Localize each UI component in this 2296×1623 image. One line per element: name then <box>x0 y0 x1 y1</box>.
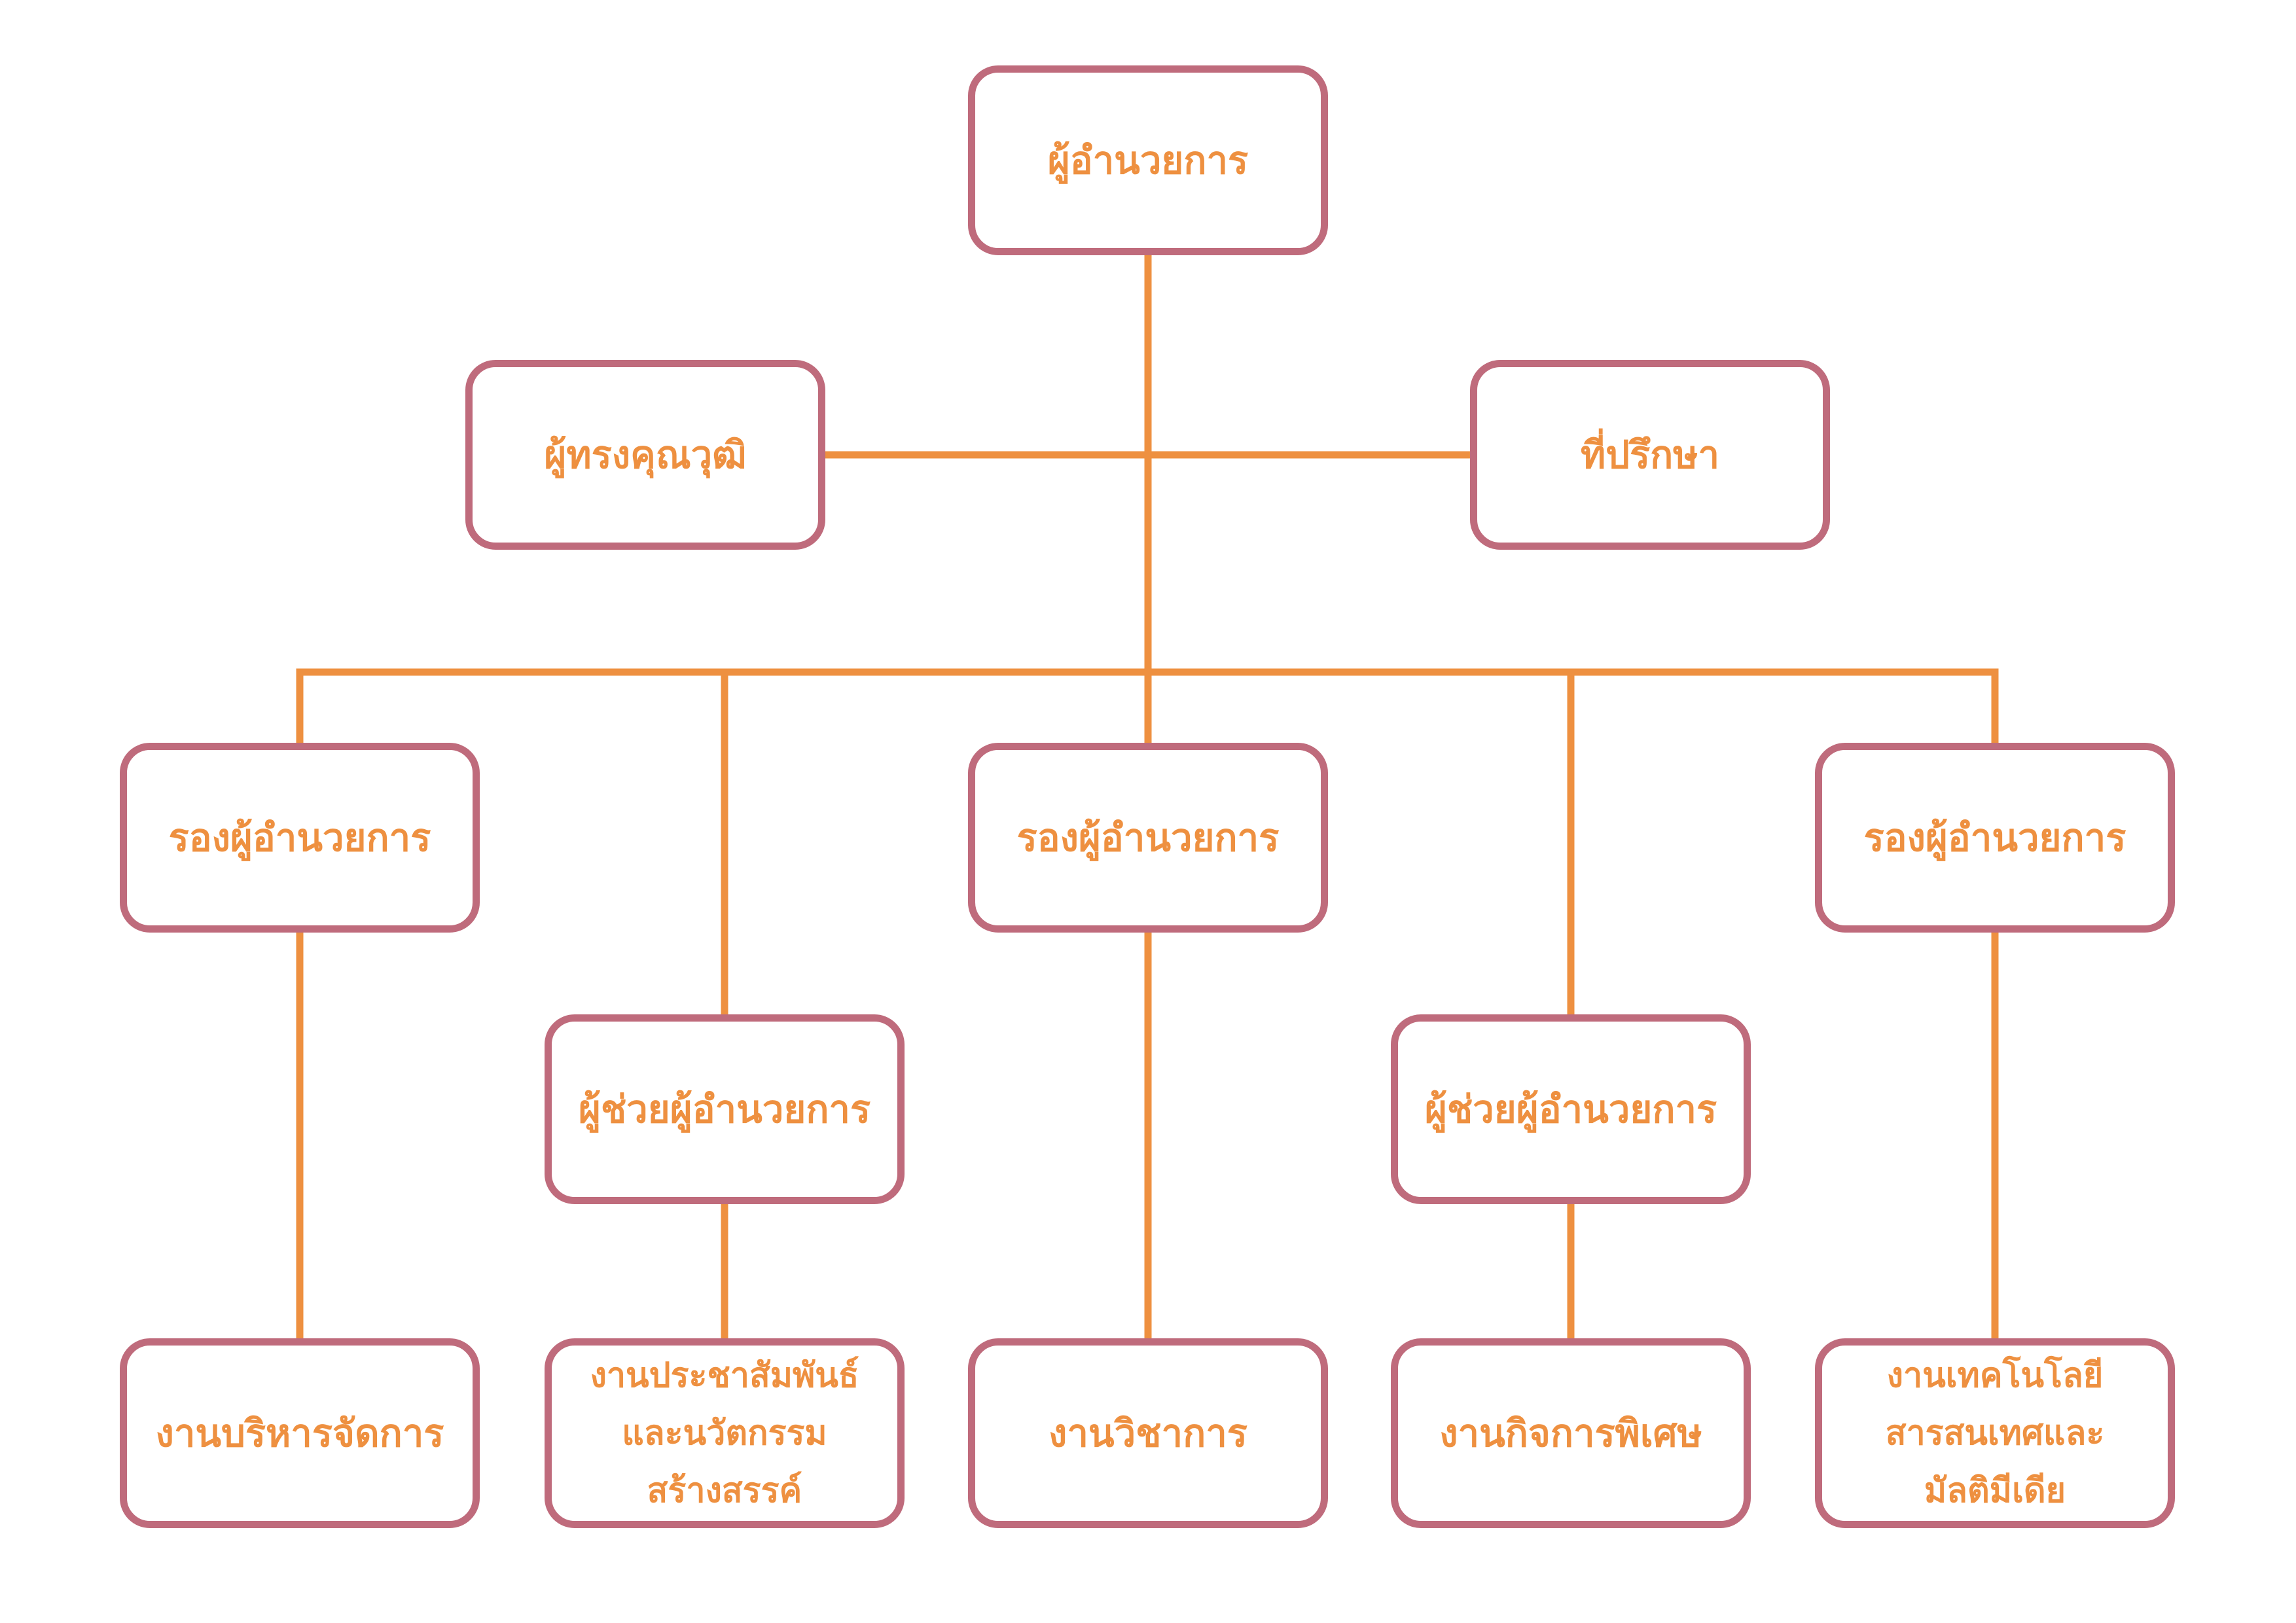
dept-academic-label: งานวิชาการ <box>1049 1411 1247 1455</box>
director-label: ผู้อำนวยการ <box>1047 138 1249 183</box>
assistant-director-box-1: ผู้ช่วยผู้อำนวยการ <box>545 1014 905 1204</box>
dept-it-line-1: งานเทคโนโลยี <box>1886 1356 2104 1395</box>
expert-label: ผู้ทรงคุณวุฒิ <box>544 433 747 477</box>
dept-pr-line-3: สร้างสรรค์ <box>647 1471 802 1510</box>
advisor-label: ที่ปรึกษา <box>1580 433 1720 477</box>
deputy-director-label: รองผู้อำนวยการ <box>1863 815 2126 860</box>
dept-special-affairs-label: งานกิจการพิเศษ <box>1439 1411 1702 1455</box>
dept-admin-label: งานบริหารจัดการ <box>155 1411 444 1455</box>
dept-it-line-2: สารสนเทศและ <box>1885 1414 2105 1453</box>
dept-it-line-3: มัลติมีเดีย <box>1924 1471 2066 1510</box>
assistant-director-label: ผู้ช่วยผู้อำนวยการ <box>578 1087 871 1132</box>
advisor-box: ที่ปรึกษา <box>1470 360 1830 550</box>
deputy-director-label: รองผู้อำนวยการ <box>168 815 431 860</box>
expert-box: ผู้ทรงคุณวุฒิ <box>465 360 825 550</box>
assistant-director-box-2: ผู้ช่วยผู้อำนวยการ <box>1391 1014 1751 1204</box>
deputy-director-label: รองผู้อำนวยการ <box>1016 815 1280 860</box>
deputy-director-box-2: รองผู้อำนวยการ <box>968 743 1328 933</box>
dept-special-affairs-box: งานกิจการพิเศษ <box>1391 1338 1751 1528</box>
director-box: ผู้อำนวยการ <box>968 65 1328 255</box>
dept-pr-innovation-box: งานประชาสัมพันธ์ และนวัตกรรม สร้างสรรค์ <box>545 1338 905 1528</box>
deputy-director-box-1: รองผู้อำนวยการ <box>120 743 480 933</box>
deputy-director-box-3: รองผู้อำนวยการ <box>1815 743 2175 933</box>
dept-pr-line-1: งานประชาสัมพันธ์ <box>590 1356 859 1395</box>
dept-academic-box: งานวิชาการ <box>968 1338 1328 1528</box>
dept-it-multimedia-box: งานเทคโนโลยี สารสนเทศและ มัลติมีเดีย <box>1815 1338 2175 1528</box>
dept-admin-box: งานบริหารจัดการ <box>120 1338 480 1528</box>
assistant-director-label: ผู้ช่วยผู้อำนวยการ <box>1424 1087 1717 1132</box>
dept-pr-line-2: และนวัตกรรม <box>622 1414 827 1453</box>
